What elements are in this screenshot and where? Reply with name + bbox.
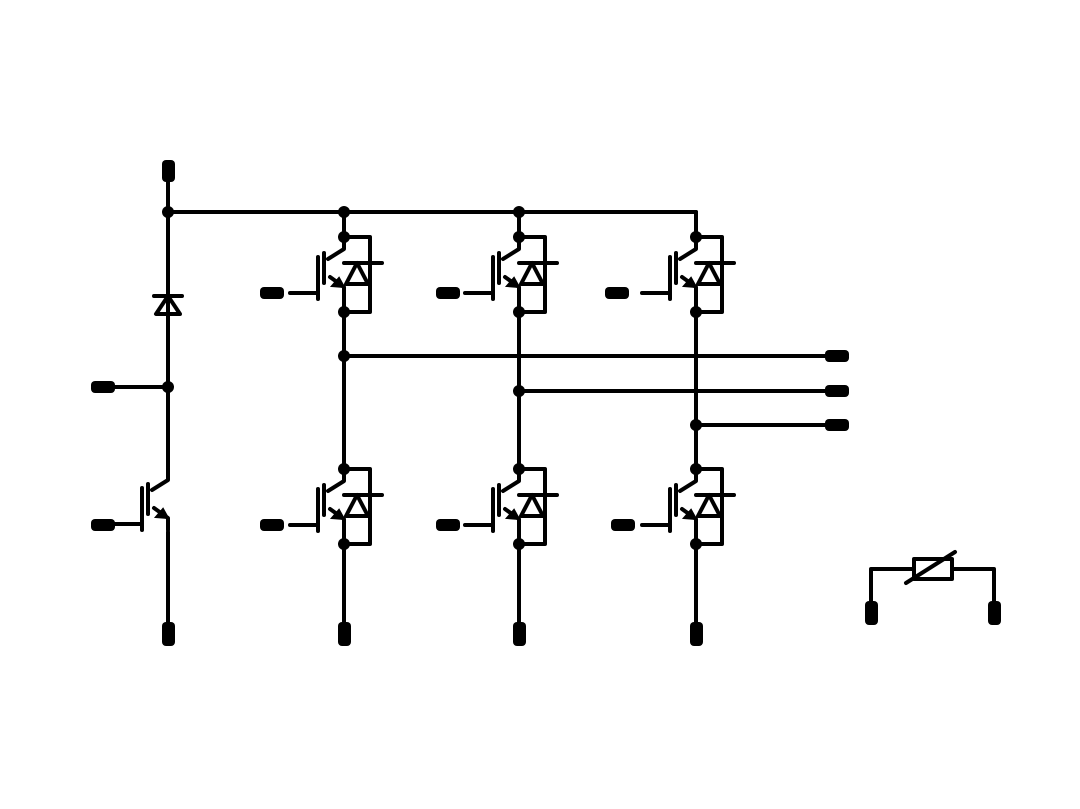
node-v-le [513, 538, 525, 550]
node-w-le [690, 538, 702, 550]
igbt-high-side-w [640, 223, 736, 314]
igbt-high-side-u [288, 223, 384, 314]
brake-igbt [112, 466, 170, 532]
brake-chopper-leg [102, 176, 698, 630]
terminal-gate-v-low [436, 519, 460, 531]
terminal-ntc-2 [988, 601, 1001, 625]
terminal-phase-u [825, 350, 849, 362]
terminal-emitter-w [690, 622, 703, 646]
phase-leg-v [463, 206, 834, 630]
terminal-emitter-u [338, 622, 351, 646]
node-u-he [338, 306, 350, 318]
terminal-brake-gate [91, 519, 115, 531]
node-v-top [513, 206, 525, 218]
terminal-gate-u-high [260, 287, 284, 299]
brake-diode [152, 294, 184, 316]
node-w-out [690, 419, 702, 431]
phase-leg-u [288, 206, 834, 630]
terminal-emitter-v [513, 622, 526, 646]
node-dc-plus [162, 206, 174, 218]
terminal-gate-w-low [611, 519, 635, 531]
terminal-phase-w [825, 419, 849, 431]
node-w-he [690, 306, 702, 318]
terminal-gate-u-low [260, 519, 284, 531]
node-v-he [513, 306, 525, 318]
phase-leg-w [640, 210, 834, 630]
node-u-lc [338, 463, 350, 475]
terminal-gate-w-high [605, 287, 629, 299]
node-brake-collector [162, 381, 174, 393]
ntc-thermistor [869, 550, 996, 608]
terminal-gate-v-high [436, 287, 460, 299]
node-v-hc [513, 231, 525, 243]
terminal-dc-plus [162, 160, 175, 182]
node-u-hc [338, 231, 350, 243]
node-w-hc [690, 231, 702, 243]
igbt-low-side-v [463, 455, 559, 546]
node-u-out [338, 350, 350, 362]
terminal-ntc-1 [865, 601, 878, 625]
node-w-lc [690, 463, 702, 475]
igbt-high-side-v [463, 223, 559, 314]
terminal-brake-collector [91, 381, 115, 393]
terminal-phase-v [825, 385, 849, 397]
node-u-le [338, 538, 350, 550]
node-u-top [338, 206, 350, 218]
igbt-low-side-w [640, 455, 736, 546]
terminal-brake-emitter [162, 622, 175, 646]
igbt-low-side-u [288, 455, 384, 546]
node-v-lc [513, 463, 525, 475]
node-v-out [513, 385, 525, 397]
terminal-pads [91, 160, 1001, 646]
